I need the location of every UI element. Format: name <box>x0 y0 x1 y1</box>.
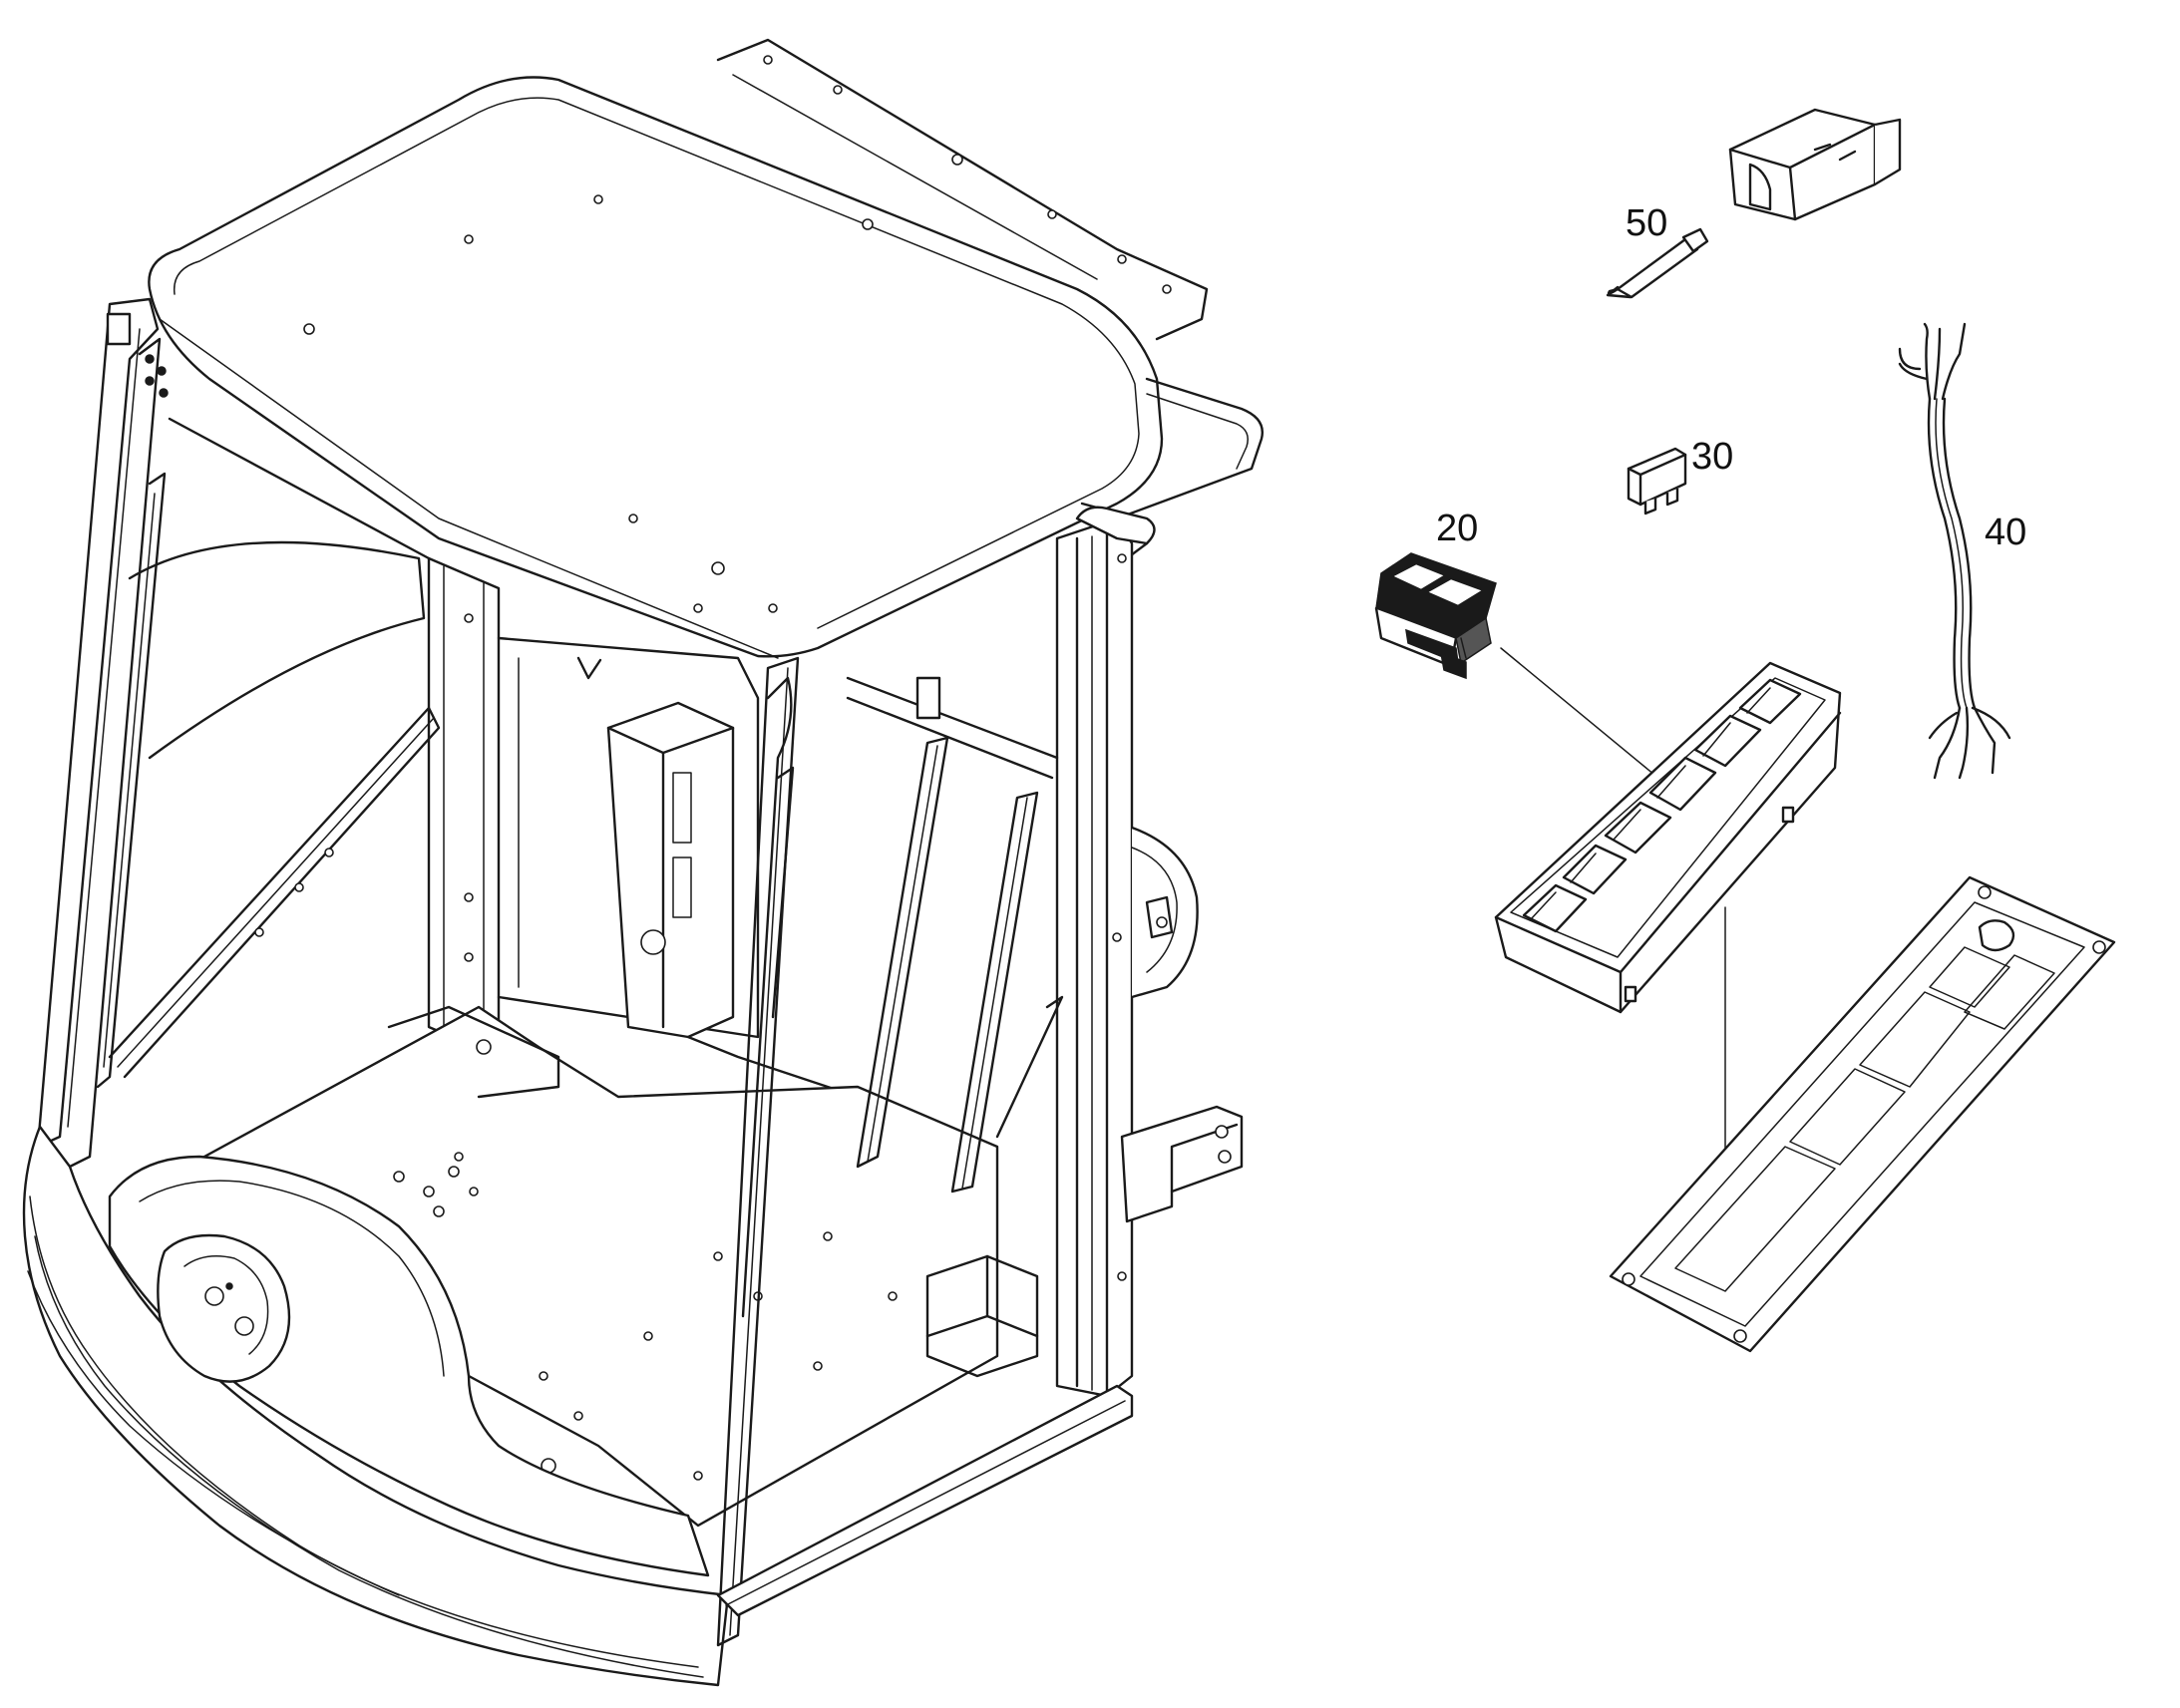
right-front-pillar <box>716 656 800 1647</box>
callout-30: 30 <box>1691 436 1733 478</box>
roof-panel <box>148 76 1164 659</box>
right-fender <box>1131 826 1199 999</box>
rear-console-box <box>606 701 860 1129</box>
rocker-switch <box>1374 552 1497 680</box>
rear-left-inner-pillar <box>427 556 501 1059</box>
blade-fuse <box>1627 447 1687 515</box>
connector-housing <box>1728 108 1902 221</box>
connector-pin <box>1606 227 1709 299</box>
door-sill <box>716 1384 1134 1617</box>
right-side-window-rails <box>846 676 1064 1194</box>
front-lower-body <box>22 1125 730 1687</box>
callout-40: 40 <box>1985 512 2026 553</box>
pedal-mount <box>925 1254 1039 1378</box>
wire-harness <box>1898 322 2011 780</box>
callout-20: 20 <box>1436 508 1478 549</box>
right-side-bracket <box>1120 1105 1244 1223</box>
switch-mounting-panel <box>1494 661 1842 1014</box>
operator-cab-assembly <box>22 38 1264 1687</box>
mounting-gasket <box>1609 875 2116 1353</box>
left-front-pillar <box>36 297 169 1169</box>
rear-roof-plate <box>716 38 1209 341</box>
callout-50: 50 <box>1626 202 1667 244</box>
rear-right-pillar <box>1055 506 1156 1398</box>
left-side-frame <box>108 417 441 1079</box>
